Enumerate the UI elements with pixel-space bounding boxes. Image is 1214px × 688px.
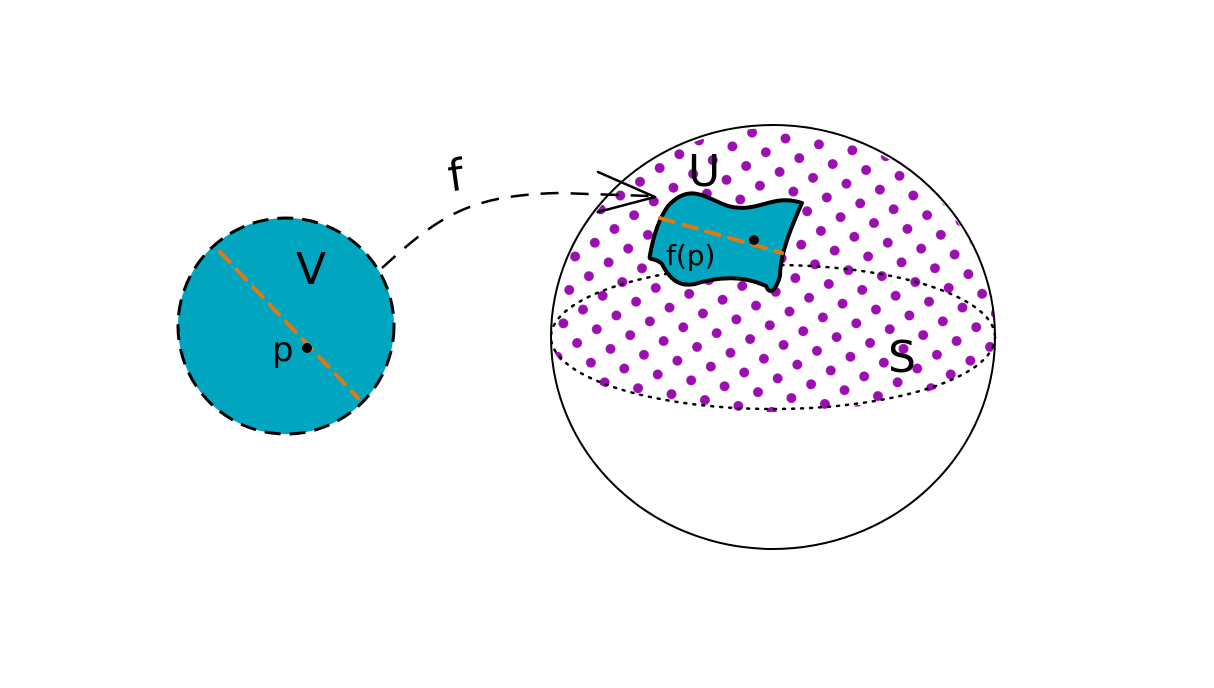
arrowhead-icon [596,170,657,214]
label-sphere-S: S [888,332,916,383]
map-arrow [381,170,657,269]
domain-geodesic [218,250,360,400]
sphere [549,124,997,550]
label-map-f: f [445,150,469,203]
map-arrow-curve [381,191,651,269]
point-p-dot [302,343,312,353]
image-blob [647,191,804,293]
point-fp-dot [749,235,759,245]
label-image-U: U [688,146,720,197]
label-image-fp: f(p) [666,239,715,272]
label-point-p: p [272,330,294,370]
label-domain-V: V [296,244,326,295]
image-blob-shape [647,191,804,293]
domain-disk [176,216,396,436]
image-geodesic [658,216,784,255]
domain-disk-shape [176,216,396,436]
